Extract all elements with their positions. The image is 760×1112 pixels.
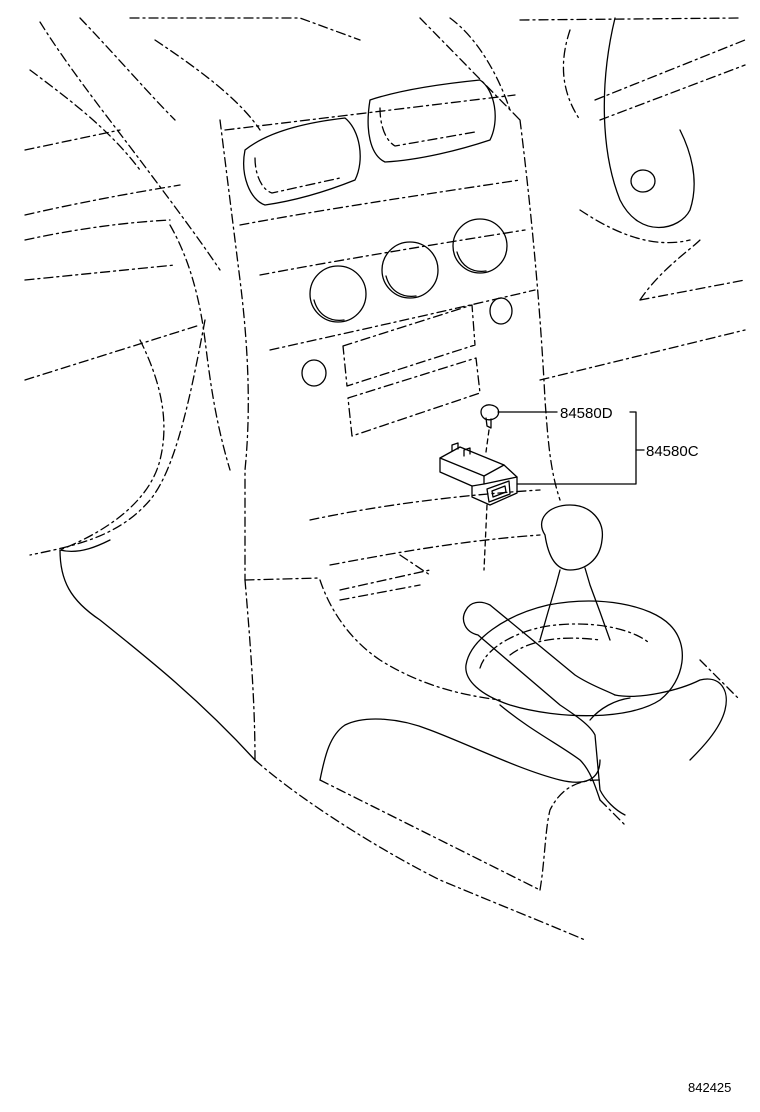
- figure-number: 842425: [688, 1080, 731, 1095]
- part-number-switch: 84580C: [646, 443, 699, 460]
- center-console: [219, 79, 561, 761]
- handbrake-lever: [462, 601, 741, 816]
- floor-lines: [319, 718, 626, 891]
- left-panel-lines: [29, 224, 586, 941]
- part-number-clip: 84580D: [560, 405, 613, 422]
- small-round-button-left: [301, 359, 327, 387]
- callout-leaders: [497, 411, 645, 485]
- climate-knob-left: [309, 265, 367, 323]
- gear-shifter: [465, 504, 683, 801]
- clip-part: [480, 404, 500, 453]
- radio-upper-panel: [342, 304, 476, 387]
- climate-knob-right: [452, 218, 508, 274]
- leader-switch: [516, 411, 637, 485]
- shift-boot: [465, 600, 683, 717]
- switch-part: [439, 442, 518, 571]
- climate-knob-center: [381, 241, 439, 299]
- small-round-button-right: [489, 297, 513, 325]
- radio-lower-panel: [347, 357, 481, 437]
- dashboard-outline: [24, 17, 746, 381]
- shift-knob: [540, 504, 603, 571]
